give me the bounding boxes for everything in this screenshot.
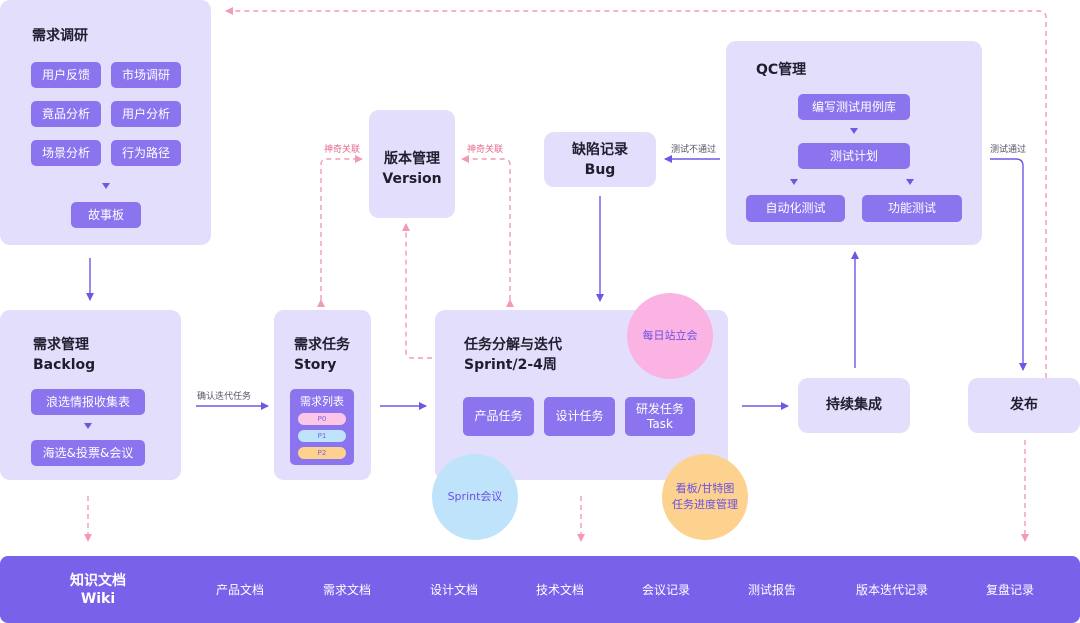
label-confirm-iteration: 确认迭代任务 bbox=[197, 392, 252, 402]
research-item-behavior-path[interactable]: 行为路径 bbox=[111, 140, 181, 166]
wiki-item-meeting-notes[interactable]: 会议记录 bbox=[641, 583, 690, 597]
sprint-item-product-task[interactable]: 产品任务 bbox=[463, 397, 534, 436]
wiki-item-tech-docs[interactable]: 技术文档 bbox=[535, 583, 584, 597]
dashed-release-to-research bbox=[225, 7, 1047, 378]
qc-box: QC管理 编写测试用例库 测试计划 自动化测试 功能测试 bbox=[726, 41, 982, 245]
version-subtitle: Version bbox=[382, 171, 442, 187]
priority-pill-p0: P0 bbox=[298, 413, 346, 425]
backlog-item-collection-form[interactable]: 浪选情报收集表 bbox=[31, 389, 145, 415]
label-magic-link-right: 神奇关联 bbox=[467, 145, 504, 155]
priority-pill-p1: P1 bbox=[298, 430, 346, 442]
research-item-competitor-analysis[interactable]: 竟品分析 bbox=[31, 101, 101, 127]
label-magic-link-left: 神奇关联 bbox=[324, 145, 361, 155]
research-title: 需求调研 bbox=[32, 28, 88, 44]
wiki-item-version-history[interactable]: 版本迭代记录 bbox=[855, 583, 928, 597]
backlog-box: 需求管理 Backlog 浪选情报收集表 海选&投票&会议 bbox=[0, 310, 181, 480]
research-box: 需求调研 用户反馈 市场调研 竟品分析 用户分析 场景分析 行为路径 故事板 bbox=[0, 0, 211, 245]
down-arrow-icon bbox=[84, 423, 92, 429]
wiki-item-design-docs[interactable]: 设计文档 bbox=[429, 583, 478, 597]
sprint-title: 任务分解与迭代 bbox=[464, 337, 562, 353]
backlog-title: 需求管理 bbox=[33, 337, 89, 353]
wiki-item-product-docs[interactable]: 产品文档 bbox=[215, 583, 264, 597]
wiki-title: 知识文档 bbox=[70, 572, 126, 589]
release-box: 发布 bbox=[968, 378, 1080, 433]
qc-item-test-plan[interactable]: 测试计划 bbox=[798, 143, 910, 169]
down-arrow-icon bbox=[906, 179, 914, 185]
label-test-pass: 测试通过 bbox=[990, 145, 1027, 155]
backlog-subtitle: Backlog bbox=[33, 357, 96, 373]
wiki-bar: 知识文档 Wiki 产品文档 需求文档 设计文档 技术文档 会议记录 测试报告 … bbox=[0, 556, 1080, 623]
story-title: 需求任务 bbox=[294, 337, 350, 353]
story-list-title: 需求列表 bbox=[300, 395, 344, 408]
sprint-subtitle: Sprint/2-4周 bbox=[464, 357, 557, 373]
wiki-item-retrospective[interactable]: 复盘记录 bbox=[985, 583, 1034, 597]
wiki-subtitle: Wiki bbox=[80, 590, 116, 607]
down-arrow-icon bbox=[850, 128, 858, 134]
priority-pill-p2: P2 bbox=[298, 447, 346, 459]
research-item-user-feedback[interactable]: 用户反馈 bbox=[31, 62, 101, 88]
wiki-title-block: 知识文档 Wiki bbox=[48, 556, 148, 623]
bug-subtitle: Bug bbox=[584, 162, 616, 178]
kanban-gantt-circle[interactable]: 看板/甘特图 任务进度管理 bbox=[662, 454, 748, 540]
label-test-fail: 测试不通过 bbox=[671, 145, 717, 155]
sprint-item-design-task[interactable]: 设计任务 bbox=[544, 397, 615, 436]
wiki-item-requirement-docs[interactable]: 需求文档 bbox=[322, 583, 371, 597]
dashed-sprint-version-link bbox=[461, 155, 514, 307]
qc-item-write-test-cases[interactable]: 编写测试用例库 bbox=[798, 94, 910, 120]
version-title: 版本管理 bbox=[384, 151, 440, 167]
down-arrow-icon bbox=[790, 179, 798, 185]
sprint-meeting-circle[interactable]: Sprint会议 bbox=[432, 454, 518, 540]
dashed-story-version-link bbox=[317, 155, 363, 307]
dashed-sprint-to-version bbox=[402, 223, 432, 359]
story-requirement-list[interactable]: 需求列表 P0 P1 P2 bbox=[290, 389, 354, 465]
research-item-scenario-analysis[interactable]: 场景分析 bbox=[31, 140, 101, 166]
version-box: 版本管理 Version bbox=[369, 110, 455, 218]
sprint-box: 任务分解与迭代 Sprint/2-4周 产品任务 设计任务 研发任务 Task bbox=[435, 310, 728, 480]
bug-title: 缺陷记录 bbox=[572, 142, 628, 158]
ci-box: 持续集成 bbox=[798, 378, 910, 433]
story-box: 需求任务 Story 需求列表 P0 P1 P2 bbox=[274, 310, 371, 480]
daily-standup-circle[interactable]: 每日站立会 bbox=[627, 293, 713, 379]
research-storyboard[interactable]: 故事板 bbox=[71, 202, 141, 228]
research-item-user-analysis[interactable]: 用户分析 bbox=[111, 101, 181, 127]
story-subtitle: Story bbox=[294, 357, 337, 373]
wiki-item-test-reports[interactable]: 测试报告 bbox=[747, 583, 796, 597]
qc-title: QC管理 bbox=[756, 62, 807, 78]
research-item-market-research[interactable]: 市场调研 bbox=[111, 62, 181, 88]
down-arrow-icon bbox=[102, 183, 110, 189]
qc-item-functional-testing[interactable]: 功能测试 bbox=[862, 195, 962, 222]
ci-title: 持续集成 bbox=[826, 397, 882, 413]
bug-box: 缺陷记录 Bug bbox=[544, 132, 656, 187]
qc-item-automated-testing[interactable]: 自动化测试 bbox=[746, 195, 845, 222]
release-title: 发布 bbox=[1010, 397, 1038, 413]
arrow-qc-to-release bbox=[990, 158, 1027, 371]
backlog-item-vote-meeting[interactable]: 海选&投票&会议 bbox=[31, 440, 145, 466]
sprint-item-dev-task[interactable]: 研发任务 Task bbox=[625, 397, 695, 436]
